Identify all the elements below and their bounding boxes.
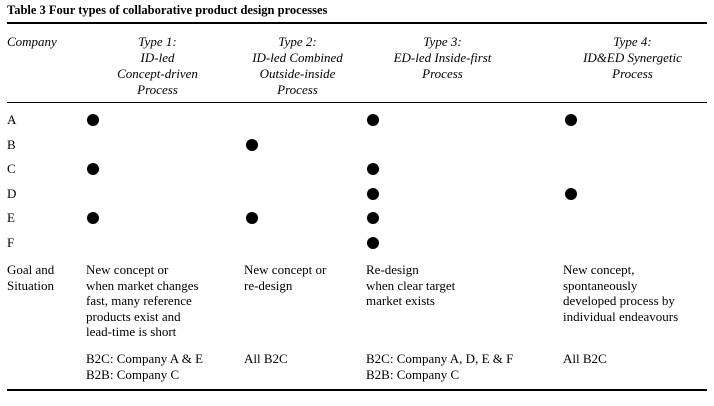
bottom-rule (7, 389, 707, 391)
header-company: Company (7, 34, 57, 49)
company-label-c: C (7, 161, 16, 176)
company-label-e: E (7, 210, 15, 225)
dot-company-e-type-3 (367, 212, 379, 224)
company-label-f: F (7, 235, 15, 250)
table-caption: Table 3 Four types of collaborative prod… (7, 3, 328, 17)
dot-company-c-type-3 (367, 163, 379, 175)
dot-company-c-type-1 (87, 163, 99, 175)
market-type-2: All B2C (244, 351, 288, 366)
header-rule (7, 102, 707, 103)
company-label-b: B (7, 137, 16, 152)
market-type-4: All B2C (563, 351, 607, 366)
company-label-a: A (7, 112, 17, 127)
company-label-d: D (7, 186, 17, 201)
dot-company-f-type-3 (367, 237, 379, 249)
dot-company-e-type-1 (87, 212, 99, 224)
dot-company-a-type-3 (367, 114, 379, 126)
dot-company-a-type-1 (87, 114, 99, 126)
dot-company-b-type-2 (246, 139, 258, 151)
dot-company-d-type-4 (565, 188, 577, 200)
dot-company-d-type-3 (367, 188, 379, 200)
dot-company-a-type-4 (565, 114, 577, 126)
dot-company-e-type-2 (246, 212, 258, 224)
top-rule (7, 22, 707, 24)
